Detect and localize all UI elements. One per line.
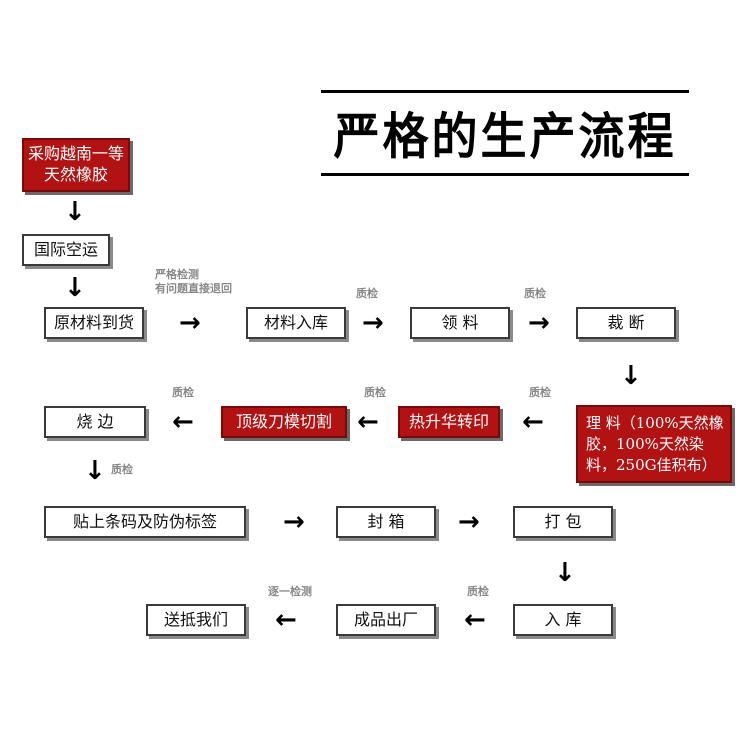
step-stock-in-label: 入 库 [544,609,582,629]
note-strict-check-line1: 严格检测 [155,268,199,281]
step-label: 贴上条码及防伪标签 [44,506,246,538]
step-source: 采购越南一等天然橡胶 [22,138,130,192]
note-qc: 质检 [111,463,133,476]
step-cut-label: 裁 断 [607,312,645,332]
step-heat-transfer: 热升华转印 [398,406,500,438]
step-exfactory-label: 成品出厂 [353,609,418,629]
arrow-left-icon: ← [522,407,544,437]
note-qc: 质检 [172,386,194,399]
arrow-down-icon: ↓ [554,558,576,588]
arrow-left-icon: ← [357,407,379,437]
step-edge-burn-label: 烧 边 [76,411,114,431]
note-qc: 质检 [364,386,386,399]
step-warehouse-in-label: 材料入库 [263,312,328,332]
step-pack-label: 打 包 [544,511,582,531]
step-die-cut-label: 顶级刀模切割 [235,411,332,431]
step-edge-burn: 烧 边 [44,406,146,438]
step-pick: 领 料 [410,307,510,339]
arrow-left-icon: ← [172,407,194,437]
arrow-left-icon: ← [464,605,486,635]
step-stock-in: 入 库 [513,604,613,636]
arrow-right-icon: → [458,507,480,537]
note-qc: 质检 [529,386,551,399]
note-strict-check: 严格检测 有问题直接退回 [155,268,232,297]
arrow-down-icon: ↓ [620,361,642,391]
step-cut: 裁 断 [576,307,676,339]
step-deliver: 送抵我们 [146,604,246,636]
step-pick-label: 领 料 [441,312,479,332]
step-exfactory: 成品出厂 [336,604,436,636]
step-label-label: 贴上条码及防伪标签 [72,511,217,531]
arrow-right-icon: → [528,308,550,338]
step-seal-label: 封 箱 [367,511,405,531]
note-qc: 质检 [524,287,546,300]
step-warehouse-in: 材料入库 [246,307,346,339]
arrow-down-icon: ↓ [64,197,86,227]
arrow-right-icon: → [362,308,384,338]
arrow-right-icon: → [283,507,305,537]
step-airfreight: 国际空运 [22,234,110,266]
note-qc: 质检 [356,287,378,300]
arrow-down-icon: ↓ [84,456,106,486]
arrow-right-icon: → [179,308,201,338]
arrow-down-icon: ↓ [64,273,86,303]
note-item-check: 逐一检测 [268,585,312,598]
step-sort: 理 料（100%天然橡胶，100%天然染料，250G佳积布） [576,405,732,483]
note-qc: 质检 [467,585,489,598]
step-heat-transfer-label: 热升华转印 [408,411,489,431]
step-die-cut: 顶级刀模切割 [221,406,347,438]
step-source-label: 采购越南一等天然橡胶 [27,144,124,184]
note-strict-check-line2: 有问题直接退回 [155,282,232,296]
step-deliver-label: 送抵我们 [163,609,228,629]
page-title: 严格的生产流程 [333,107,677,166]
step-pack: 打 包 [513,506,613,538]
step-sort-label: 理 料（100%天然橡胶，100%天然染料，250G佳积布） [586,413,724,474]
step-rawmaterial-label: 原材料到货 [53,312,134,332]
arrow-left-icon: ← [275,605,297,635]
step-seal: 封 箱 [336,506,436,538]
title-banner: 严格的生产流程 [321,90,689,176]
step-airfreight-label: 国际空运 [33,239,98,259]
step-rawmaterial: 原材料到货 [44,307,144,339]
